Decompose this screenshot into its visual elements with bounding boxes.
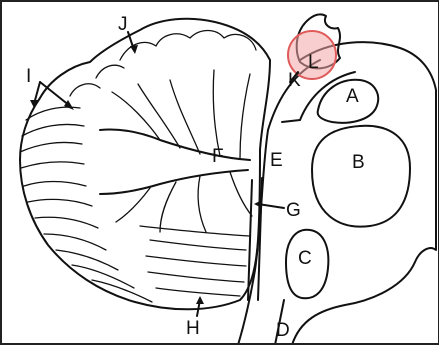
label-d: D [276,320,290,341]
label-c: C [298,248,312,269]
label-g: G [286,200,301,221]
label-k: K [288,70,301,91]
structure-b-outline [312,126,410,227]
label-l: L [308,52,319,73]
cerebellum [20,19,270,310]
label-i: I [26,66,31,87]
label-e: E [270,150,283,171]
label-b: B [352,152,365,173]
label-j: J [118,14,128,35]
label-h: H [186,318,200,339]
label-f: F [212,146,224,167]
leader-lines [30,32,298,316]
label-a: A [346,86,359,107]
